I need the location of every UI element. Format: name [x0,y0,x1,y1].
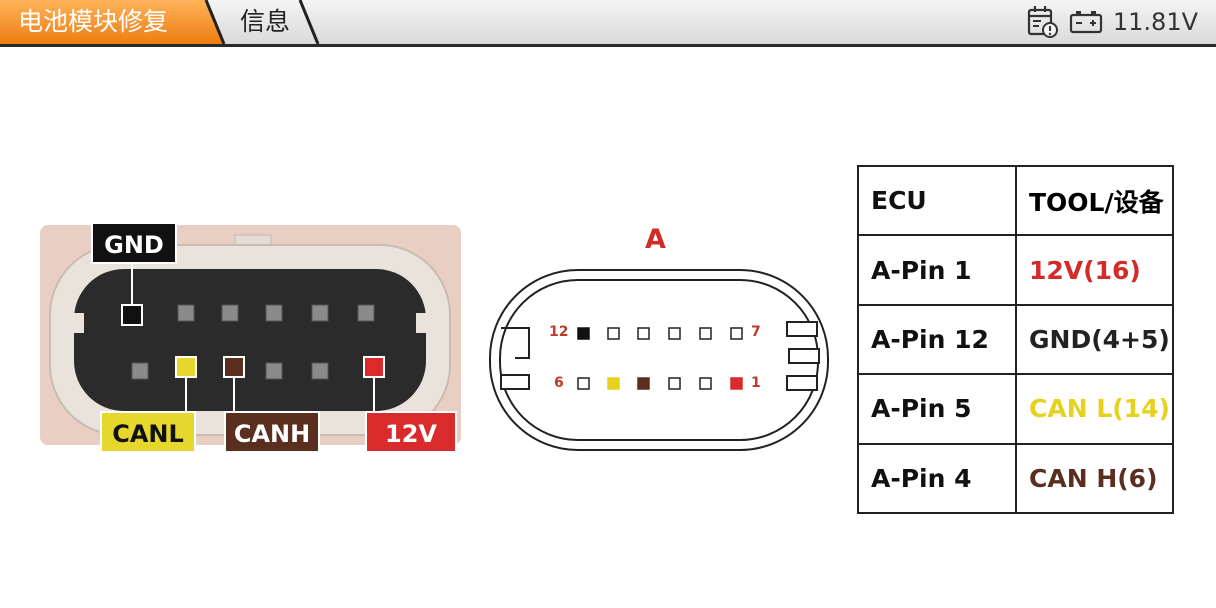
pin-number-7: 7 [751,324,761,340]
ecu-pin-cell: A-Pin 1 [857,234,1017,306]
connector-label: A [645,224,666,255]
connector-pinout-diagram [489,269,829,451]
table-row: A-Pin 1 12V(16) [857,234,1174,306]
header-ecu: ECU [857,164,1017,237]
photo-tag-12v: 12V [365,411,457,453]
breadcrumb-item-battery-repair[interactable]: 电池模块修复 [18,7,169,36]
tool-pin-cell: CAN H(6) [1015,442,1174,515]
status-area: 11.81V [1027,0,1198,44]
calendar-alert-icon[interactable] [1027,5,1059,39]
header-tool: TOOL/设备 [1015,164,1174,237]
photo-tag-canl: CANL [100,411,196,453]
ecu-pin-cell: A-Pin 4 [857,442,1017,515]
tool-pin-cell: GND(4+5) [1015,303,1174,376]
table-row: A-Pin 12 GND(4+5) [857,303,1174,376]
table-header-row: ECU TOOL/设备 [857,164,1174,237]
table-row: A-Pin 4 CAN H(6) [857,442,1174,515]
ecu-pin-cell: A-Pin 12 [857,303,1017,376]
pin-number-6: 6 [554,375,564,391]
voltage-readout: 11.81V [1112,8,1198,36]
photo-tag-canh: CANH [224,411,320,453]
breadcrumb-item-info[interactable]: 信息 [240,7,291,36]
top-bar-divider [0,44,1216,47]
tool-pin-cell: 12V(16) [1015,234,1174,306]
ecu-pin-cell: A-Pin 5 [857,373,1017,445]
pin-number-1: 1 [751,375,761,391]
pin-number-12: 12 [549,324,569,340]
breadcrumb [0,0,320,45]
tool-pin-cell: CAN L(14) [1015,373,1174,445]
pin-mapping-table: ECU TOOL/设备 A-Pin 1 12V(16) A-Pin 12 GND… [857,164,1174,515]
connector-photo [40,225,461,445]
table-row: A-Pin 5 CAN L(14) [857,373,1174,445]
top-bar: 电池模块修复 信息 11.81V [0,0,1216,46]
photo-tag-gnd: GND [91,222,177,264]
battery-icon [1069,11,1102,34]
